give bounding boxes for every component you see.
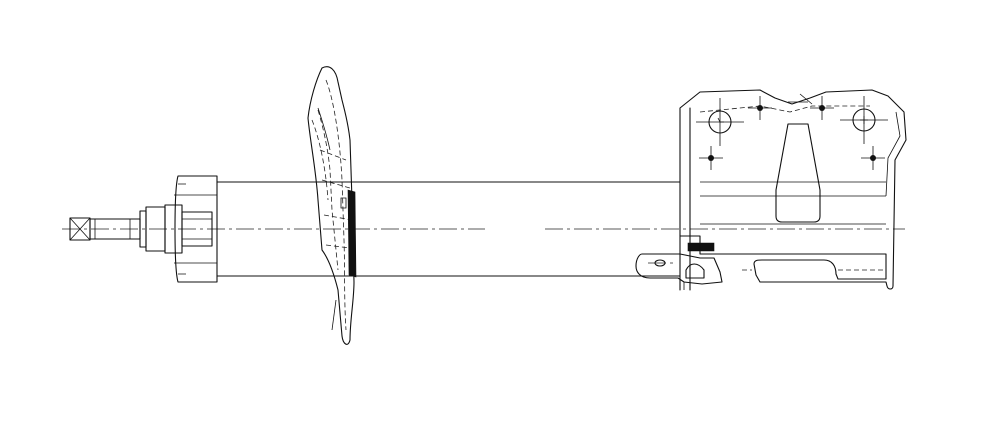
steering-knuckle-bracket xyxy=(679,89,907,291)
threaded-stud xyxy=(69,210,147,248)
spring-seat-plate xyxy=(307,66,357,345)
brake-hose-bracket xyxy=(635,242,723,290)
upper-mount-housing xyxy=(174,175,218,283)
top-nut xyxy=(145,204,213,254)
shock-body-tube xyxy=(216,181,681,277)
